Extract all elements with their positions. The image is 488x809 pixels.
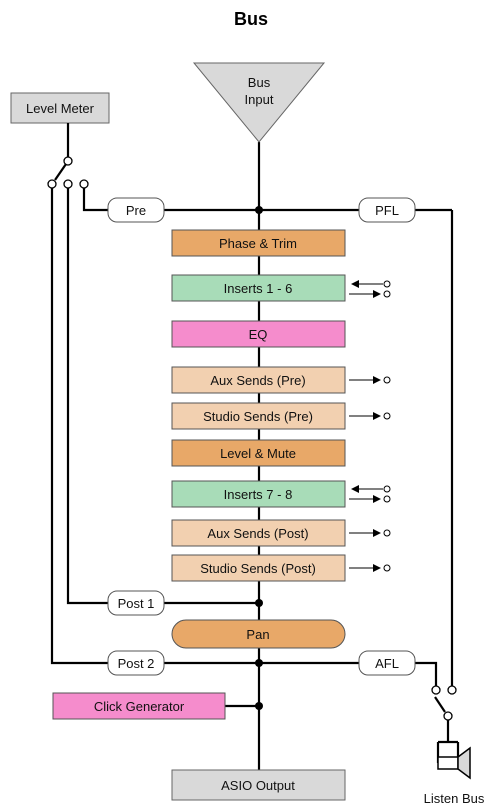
bus-input-label-line2: Input (245, 92, 274, 107)
inserts-1-6-label: Inserts 1 - 6 (224, 281, 293, 296)
listen-contact-pfl (447, 685, 457, 695)
post1-node: Post 1 (107, 590, 165, 616)
post2-box (107, 650, 165, 676)
studio-sends-pre-output (349, 412, 391, 420)
meter-contact-post1 (63, 179, 73, 189)
studio-sends-post-box (171, 554, 346, 582)
speaker-icon (436, 740, 471, 780)
aux-sends-pre-label: Aux Sends (Pre) (210, 373, 305, 388)
asio-output: ASIO Output (171, 769, 346, 801)
inserts-7-8-io (349, 485, 391, 503)
asio-output-label: ASIO Output (221, 778, 295, 793)
click-generator-label: Click Generator (94, 699, 185, 714)
afl-label: AFL (375, 656, 399, 671)
level-meter-box (10, 92, 110, 124)
eq-block: EQ (171, 320, 346, 348)
listen-bus-label: Listen Bus (424, 791, 485, 806)
inserts-7-8-box (171, 480, 346, 508)
inserts-1-6-block: Inserts 1 - 6 (171, 274, 346, 302)
pfl-box (358, 197, 416, 223)
aux-sends-post-label: Aux Sends (Post) (207, 526, 308, 541)
post2-node: Post 2 (107, 650, 165, 676)
listen-switch-blade (434, 696, 446, 713)
click-generator-box (52, 692, 226, 720)
eq-label: EQ (249, 327, 268, 342)
studio-sends-pre-label: Studio Sends (Pre) (203, 409, 313, 424)
bus-input: Bus Input (192, 62, 326, 143)
inserts-7-8-label: Inserts 7 - 8 (224, 487, 293, 502)
meter-contact-pre (79, 179, 89, 189)
pfl-label: PFL (375, 203, 399, 218)
inserts-7-8-block: Inserts 7 - 8 (171, 480, 346, 508)
level-mute-box (171, 439, 346, 467)
asio-output-box (171, 769, 346, 801)
bus-input-label-line1: Bus (248, 75, 271, 90)
click-generator: Click Generator (52, 692, 226, 720)
phase-trim-box (171, 229, 346, 257)
meter-switch-blade (54, 163, 67, 181)
listen-switch-pivot (443, 711, 453, 721)
aux-sends-post-box (171, 519, 346, 547)
eq-box (171, 320, 346, 348)
click-junction-dot (255, 702, 263, 710)
meter-switch-pivot (63, 156, 73, 166)
post2-label: Post 2 (118, 656, 155, 671)
aux-sends-pre-block: Aux Sends (Pre) (171, 366, 346, 394)
pan-box (171, 619, 346, 649)
post1-return-line (66, 188, 108, 605)
aux-sends-post-block: Aux Sends (Post) (171, 519, 346, 547)
studio-sends-pre-box (171, 402, 346, 430)
meter-contact-post2 (47, 179, 57, 189)
diagram-title: Bus (234, 9, 268, 29)
level-meter-label: Level Meter (26, 101, 95, 116)
post1-box (107, 590, 165, 616)
pre-label: Pre (126, 203, 146, 218)
pre-to-contact-line (82, 188, 108, 212)
studio-sends-post-output (349, 564, 391, 572)
phase-trim-label: Phase & Trim (219, 236, 297, 251)
aux-sends-pre-output (349, 376, 391, 384)
level-mute-label: Level & Mute (220, 446, 296, 461)
phase-trim-block: Phase & Trim (171, 229, 346, 257)
pan-block: Pan (171, 619, 346, 649)
post1-label: Post 1 (118, 596, 155, 611)
inserts-1-6-box (171, 274, 346, 302)
listen-contact-afl (431, 685, 441, 695)
afl-node: AFL (358, 650, 416, 676)
pfl-node: PFL (358, 197, 416, 223)
studio-sends-post-block: Studio Sends (Post) (171, 554, 346, 582)
post1-junction-dot (255, 599, 263, 607)
level-meter: Level Meter (10, 92, 110, 124)
level-mute-block: Level & Mute (171, 439, 346, 467)
post2-junction-dot (255, 659, 263, 667)
aux-sends-pre-box (171, 366, 346, 394)
studio-sends-pre-block: Studio Sends (Pre) (171, 402, 346, 430)
post2-return-line (50, 188, 108, 665)
inserts-1-6-io (349, 280, 391, 298)
pre-node: Pre (107, 197, 165, 223)
pan-label: Pan (246, 627, 269, 642)
pre-box (107, 197, 165, 223)
aux-sends-post-output (349, 529, 391, 537)
pre-junction-dot (255, 206, 263, 214)
studio-sends-post-label: Studio Sends (Post) (200, 561, 316, 576)
afl-box (358, 650, 416, 676)
bus-input-triangle (192, 62, 326, 143)
afl-to-listen-line (415, 661, 438, 686)
